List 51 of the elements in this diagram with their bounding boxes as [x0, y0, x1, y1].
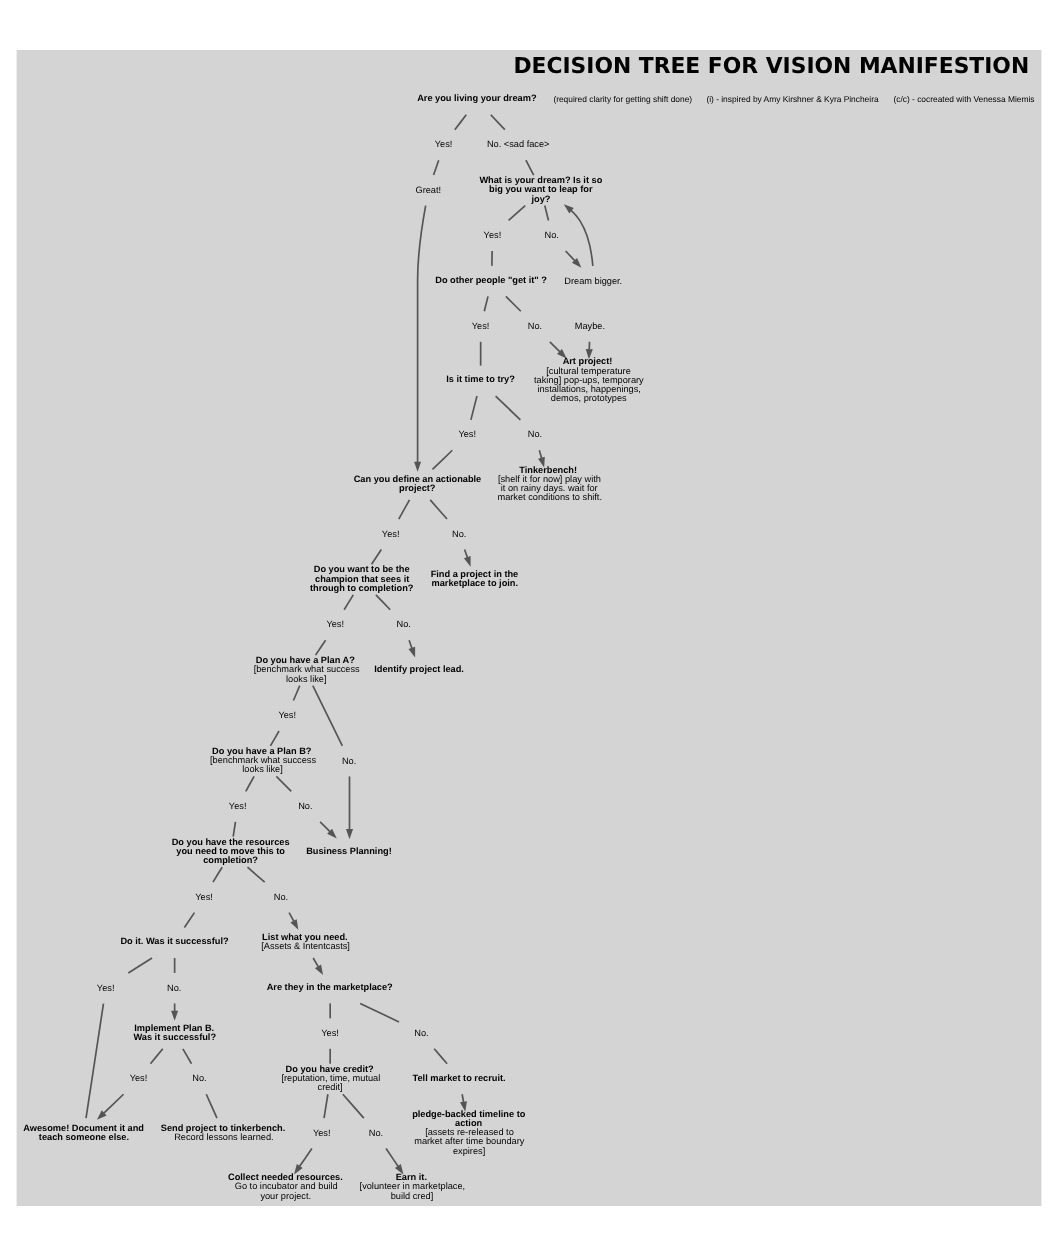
- connector: [489, 112, 506, 130]
- arrow: [460, 1092, 467, 1111]
- connector: [329, 1046, 331, 1064]
- connector: [244, 774, 255, 792]
- connector: [246, 865, 266, 882]
- connector: [494, 394, 522, 420]
- connector: [432, 158, 440, 175]
- connector: [505, 294, 522, 312]
- connector: [525, 158, 535, 175]
- connector: [507, 203, 527, 221]
- connector: [375, 593, 392, 610]
- connector: [341, 1092, 365, 1118]
- arrow: [294, 1146, 313, 1174]
- connector: [182, 1046, 193, 1064]
- arrow: [538, 448, 545, 467]
- connector: [269, 729, 280, 746]
- connector: [212, 865, 223, 882]
- connector: [85, 1001, 105, 1118]
- connector: [232, 819, 237, 837]
- diagram-title: DECISION TREE FOR VISION MANIFESTION: [513, 52, 1030, 79]
- connector: [149, 1046, 164, 1064]
- arrow: [385, 1146, 404, 1174]
- connector: [127, 956, 153, 973]
- connector: [429, 498, 448, 519]
- arrow: [414, 203, 427, 471]
- connector: [314, 638, 327, 655]
- connector: [453, 112, 468, 130]
- connector: [323, 1092, 329, 1118]
- connector: [491, 249, 493, 266]
- connector: [329, 1001, 331, 1019]
- arrow: [345, 774, 354, 839]
- connector: [205, 1092, 218, 1118]
- connector: [311, 683, 344, 746]
- connector: [292, 683, 301, 701]
- connector: [397, 498, 411, 519]
- connector: [431, 448, 454, 470]
- connector: [370, 547, 383, 565]
- arrow: [463, 547, 471, 566]
- connector: [479, 339, 482, 366]
- connector: [433, 1046, 448, 1064]
- arrow: [288, 910, 299, 929]
- connector: [470, 394, 478, 420]
- arrow: [408, 638, 416, 657]
- connector: [275, 774, 293, 792]
- connector: [543, 203, 550, 221]
- arrow: [548, 339, 567, 358]
- connector: [483, 294, 489, 312]
- connector: [183, 910, 196, 928]
- connector: [343, 593, 355, 610]
- connector: [359, 1001, 400, 1022]
- arrow: [96, 1092, 125, 1119]
